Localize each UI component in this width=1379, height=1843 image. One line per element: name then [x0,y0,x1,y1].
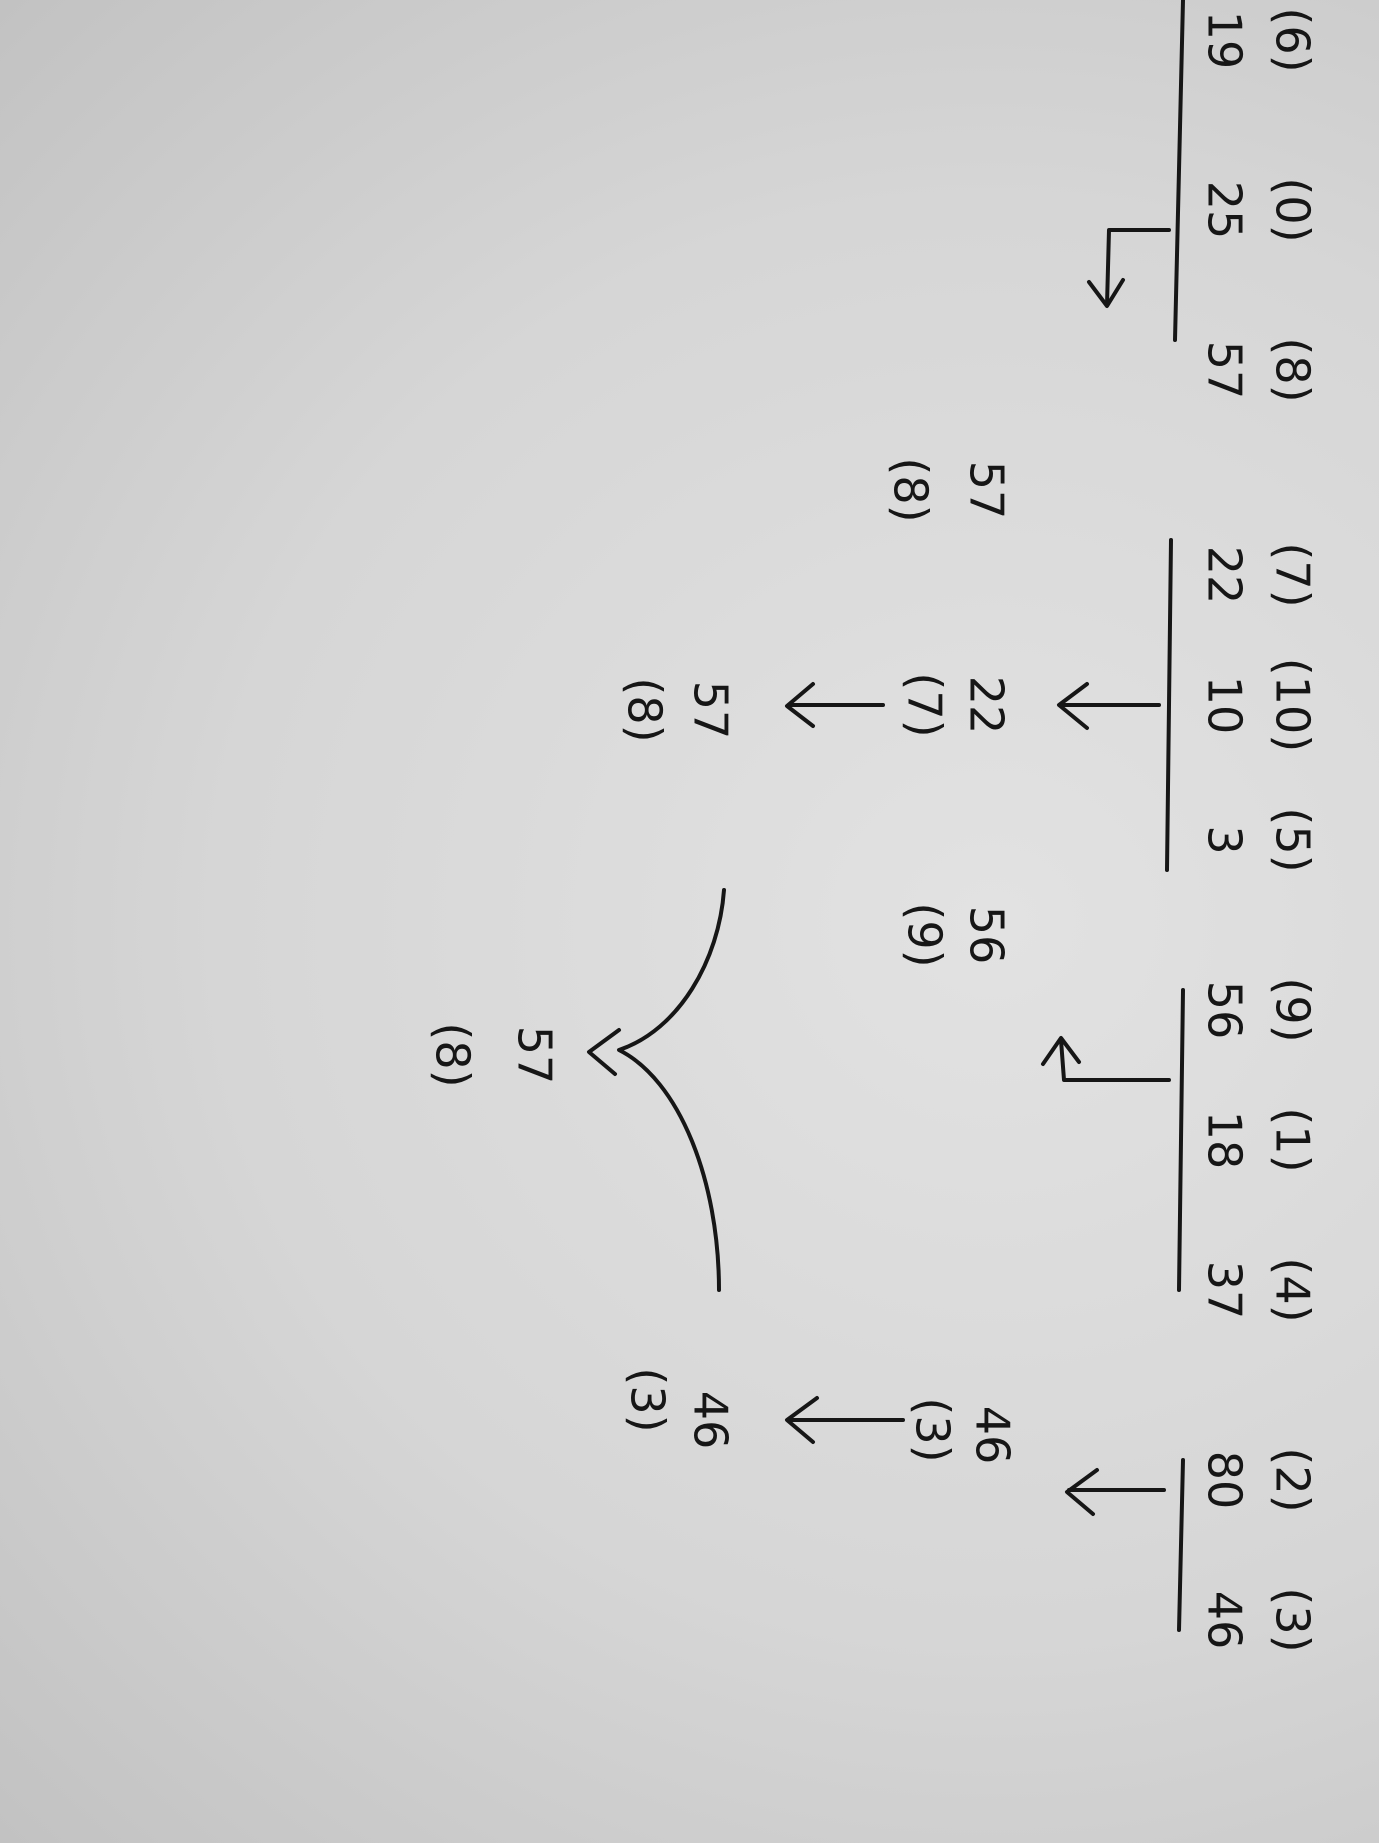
top-tag: (1) [1266,1107,1320,1172]
group-underline [1165,538,1173,872]
middle-tag: (8) [884,457,938,522]
bent-arrow-icon [1087,228,1171,308]
bent-arrow-icon [1041,1036,1171,1082]
middle-number: 56 [960,906,1014,965]
top-number: 46 [1198,1591,1252,1650]
top-tag: (0) [1266,177,1320,242]
middle-number: 22 [960,676,1014,735]
top-tag: (8) [1266,337,1320,402]
top-number: 37 [1198,1261,1252,1320]
top-tag: (6) [1266,7,1320,72]
middle-number: 57 [960,461,1014,520]
result-number: 57 [508,1026,562,1085]
top-tag: (7) [1266,542,1320,607]
group-underline [1177,988,1185,1292]
down-arrow-icon [1057,682,1161,730]
group-underline [1173,0,1185,342]
top-tag: (10) [1266,658,1320,752]
lower-tag: (8) [618,677,672,742]
middle-tag: (9) [898,902,952,967]
top-number: 56 [1198,981,1252,1040]
top-number: 3 [1198,825,1252,854]
lower-number: 57 [684,681,738,740]
top-number: 25 [1198,181,1252,240]
middle-tag: (7) [898,672,952,737]
top-tag: (4) [1266,1257,1320,1322]
top-tag: (2) [1266,1447,1320,1512]
lower-number: 46 [684,1391,738,1450]
top-number: 57 [1198,341,1252,400]
down-arrow-icon [785,682,885,728]
top-number: 80 [1198,1451,1252,1510]
top-tag: (3) [1266,1587,1320,1652]
down-arrow-icon [1065,1468,1166,1516]
result-tag: (8) [426,1022,480,1087]
top-tag: (5) [1266,807,1320,872]
top-tag: (9) [1266,977,1320,1042]
top-number: 18 [1198,1111,1252,1170]
group-underline [1177,1458,1185,1632]
merge-brace-icon [587,888,726,1292]
middle-number: 46 [966,1406,1020,1465]
top-number: 10 [1198,676,1252,735]
middle-tag: (3) [906,1397,960,1462]
down-arrow-icon [785,1396,905,1444]
top-number: 19 [1198,11,1252,70]
lower-tag: (3) [621,1367,675,1432]
top-number: 22 [1198,546,1252,605]
